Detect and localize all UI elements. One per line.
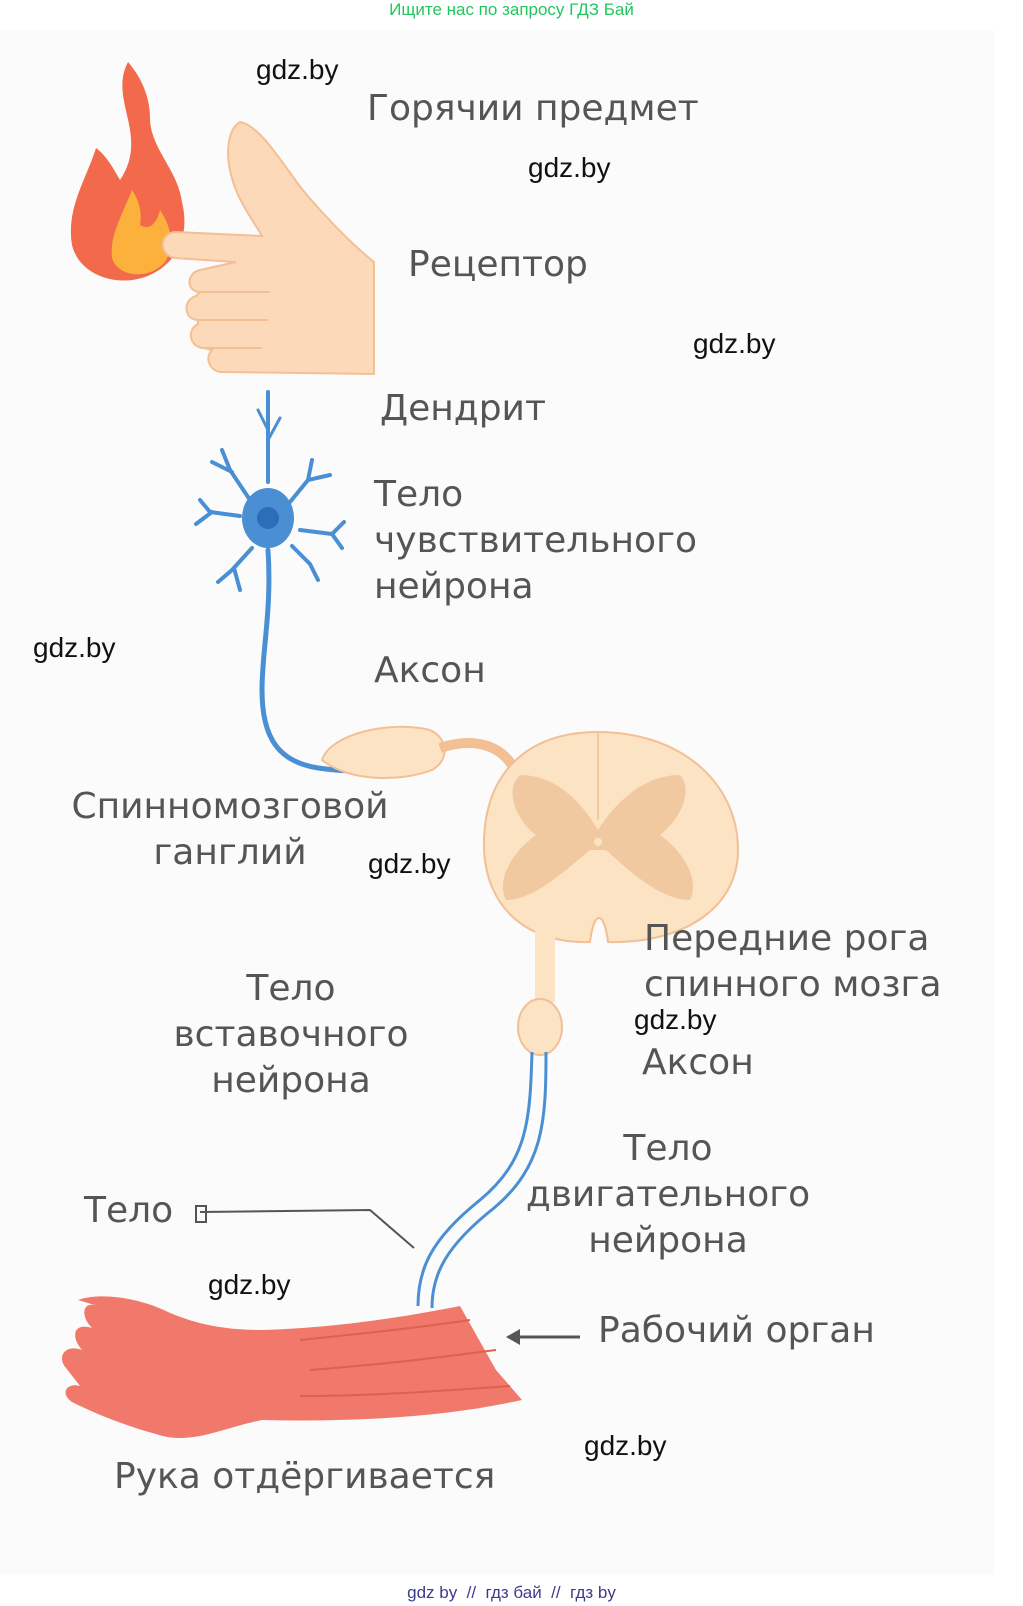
label-motor-neuron-body: Тело двигательного нейрона <box>525 1128 811 1262</box>
spinal-cord-section <box>482 730 740 944</box>
label-spinal-ganglion: Спинномозговой ганглий <box>71 786 389 874</box>
reflex-arc-diagram: Горячии предмет Рецептор Дендрит Тело чу… <box>0 30 995 1575</box>
motor-neuron-body <box>517 998 563 1056</box>
label-dendrite: Дендрит <box>380 388 546 429</box>
motor-axon <box>416 1051 548 1309</box>
flame-icon <box>70 62 185 281</box>
label-hand-withdraws: Рука отдёргивается <box>114 1456 496 1497</box>
label-hot-object: Горячии предмет <box>367 88 699 129</box>
watermark: gdz.by <box>584 1430 667 1461</box>
watermark: gdz.by <box>33 632 116 663</box>
label-anterior-horns: Передние рога спинного мозга <box>644 918 942 1006</box>
label-interneuron-body: Тело вставочного нейрона <box>173 968 409 1102</box>
dorsal-root <box>438 738 520 773</box>
label-axon-motor: Аксон <box>642 1042 754 1083</box>
watermark: gdz.by <box>528 152 611 183</box>
watermark: gdz.by <box>256 54 339 85</box>
diagram-artwork <box>61 62 740 1439</box>
watermark: gdz.by <box>693 328 776 359</box>
arm-icon <box>61 1296 522 1439</box>
arrow-left-icon <box>506 1329 580 1345</box>
spinal-ganglion <box>320 725 446 779</box>
watermark: gdz.by <box>208 1269 291 1300</box>
label-receptor: Рецептор <box>408 244 588 285</box>
sensory-neuron <box>194 390 439 774</box>
body-pointer-line <box>199 1208 415 1249</box>
sensory-neuron-nucleus <box>257 507 279 529</box>
body-pointer-marker <box>195 1205 207 1223</box>
label-sensory-neuron-body: Тело чувствительного нейрона <box>374 474 698 608</box>
watermark: gdz.by <box>634 1004 717 1035</box>
watermark: gdz.by <box>368 848 451 879</box>
footer-links: gdz by // гдз бай // гдз by <box>407 1583 616 1602</box>
label-axon-sensory: Аксон <box>374 650 486 691</box>
label-working-organ: Рабочий орган <box>598 1310 875 1351</box>
hand-icon <box>161 120 375 376</box>
label-body: Тело <box>84 1190 174 1231</box>
top-banner: Ищите нас по запросу ГДЗ Бай <box>389 0 634 19</box>
